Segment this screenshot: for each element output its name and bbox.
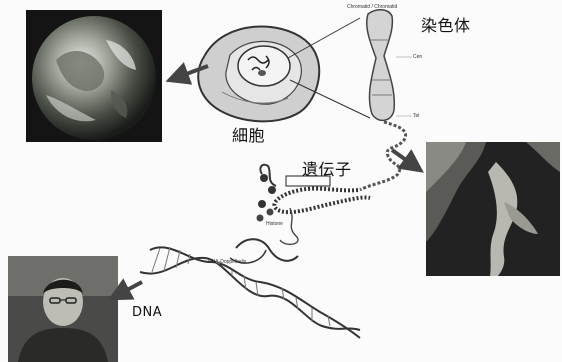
dna-label: DNA	[132, 305, 162, 320]
arrow-dna-to-person	[112, 282, 142, 298]
telomere-small-label: Tel	[413, 113, 419, 119]
arrow-chromatin-to-japan	[392, 150, 420, 170]
centromere-small-label: Cen	[413, 54, 422, 60]
dna-double-helix	[140, 239, 360, 338]
cell-illustration	[198, 26, 319, 121]
chromosome-label: 染色体	[421, 12, 471, 36]
gene-label: 遺伝子	[302, 156, 352, 180]
histone-small-label: Histone	[266, 221, 283, 227]
chromosome-illustration	[367, 10, 412, 121]
dna-helix-small-label: DNA-Doppelhelix	[208, 259, 246, 265]
cell-label: 細胞	[232, 122, 265, 146]
chromatid-small-label: Chromatid / Chromatid	[347, 4, 397, 10]
